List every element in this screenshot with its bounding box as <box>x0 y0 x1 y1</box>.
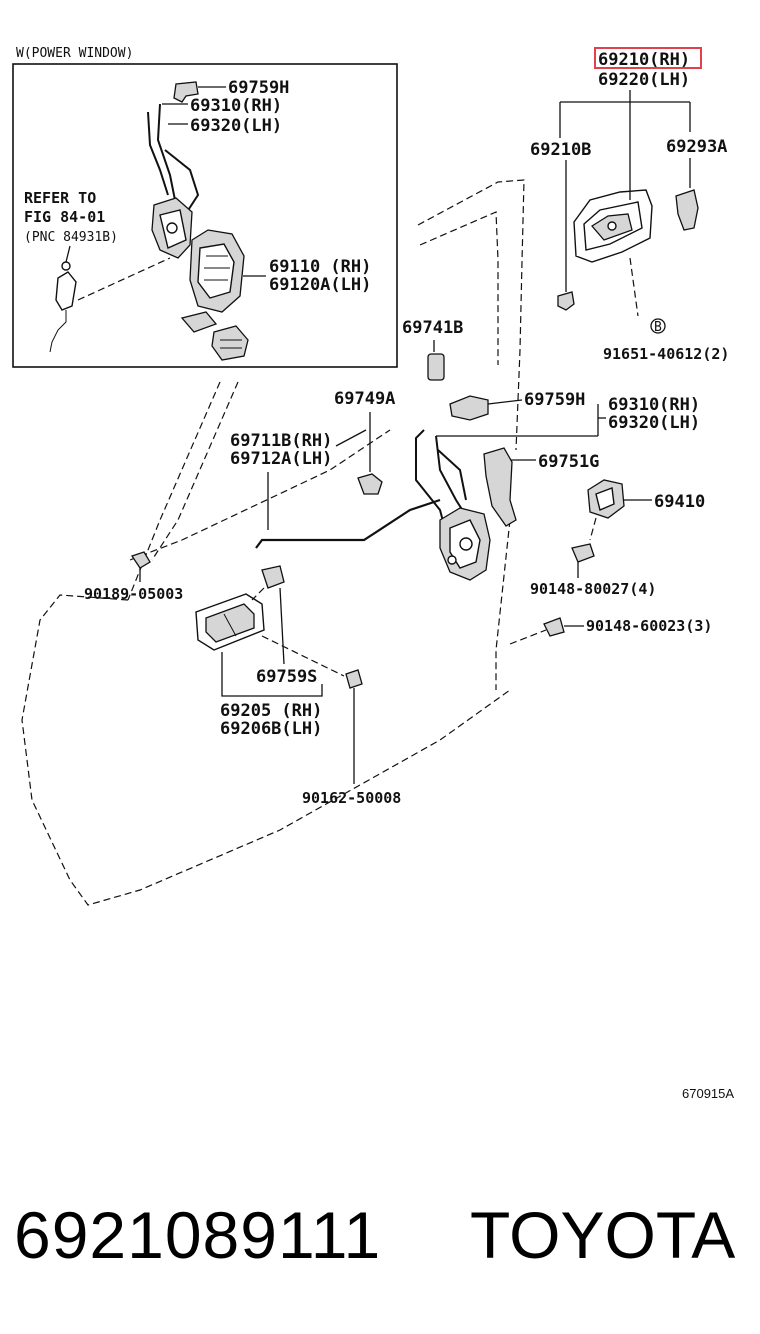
striker-69410 <box>587 479 625 519</box>
inset-connector <box>49 261 77 353</box>
label-69759s: 69759S <box>256 667 317 687</box>
label-69712a: 69712A(LH) <box>230 449 332 469</box>
label-69293a: 69293A <box>666 137 727 157</box>
inset-refer-fig: FIG 84-01 <box>24 208 105 226</box>
inset-actuator-69110 <box>180 229 249 361</box>
dash-handle-clip <box>251 587 265 601</box>
dash-handle-screw <box>261 635 345 677</box>
inset-dash-refer <box>65 245 71 263</box>
inset-clip-69759h <box>173 81 199 103</box>
label-90162-50008: 90162-50008 <box>302 789 401 807</box>
rod-69711b <box>255 498 441 549</box>
brand-name: TOYOTA <box>470 1198 736 1272</box>
clip-69749a <box>357 473 383 495</box>
screw-90148-60023 <box>543 617 565 637</box>
label-90189-05003: 90189-05003 <box>84 585 183 603</box>
label-90148-80027: 90148-80027(4) <box>530 580 656 598</box>
label-69751g: 69751G <box>538 452 599 472</box>
inset-dash-connector <box>77 257 171 301</box>
clip-69759s <box>261 565 285 589</box>
label-69759h: 69759H <box>524 390 585 410</box>
inset-refer-pnc: (PNC 84931B) <box>24 230 118 245</box>
inset-rod-69320 <box>147 111 169 196</box>
clip-69759h <box>449 395 489 421</box>
screw-69210b <box>557 291 575 311</box>
label-69206blh: 69206B(LH) <box>220 719 322 739</box>
clip-69293a <box>675 158 699 231</box>
label-69210b: 69210B <box>530 140 591 160</box>
pad-69741b <box>427 353 445 381</box>
inset-title: W(POWER WINDOW) <box>16 46 133 61</box>
label-69210rh: 69210(RH) <box>598 50 690 70</box>
door-outline <box>21 179 525 906</box>
screw-90162-50008 <box>345 669 363 689</box>
label-69749a: 69749A <box>334 389 395 409</box>
inset-rod-link <box>164 149 200 216</box>
dash-handle-to-b <box>629 257 639 317</box>
label-69320lh: 69320(LH) <box>608 413 700 433</box>
inset-refer-to: REFER TO <box>24 189 96 207</box>
inset-label-69320lh: 69320(LH) <box>190 116 282 136</box>
b-callout-letter: B <box>654 320 662 335</box>
leader-69711b-a <box>335 429 367 447</box>
label-69310rh: 69310(RH) <box>608 395 700 415</box>
dash-lock-screw <box>509 629 547 645</box>
inset-label-69120alh: 69120A(LH) <box>269 275 371 295</box>
inset-frame <box>12 63 398 368</box>
leader-69759s <box>279 587 285 665</box>
door-lock-assembly <box>439 507 491 581</box>
inset-label-69310rh: 69310(RH) <box>190 96 282 116</box>
cover-69751g <box>483 447 517 527</box>
rod-link-top <box>437 449 467 501</box>
figure-code: 670915A <box>682 1086 735 1101</box>
label-69741b: 69741B <box>402 318 463 338</box>
outside-handle-69210 <box>573 189 653 263</box>
label-69220lh: 69220(LH) <box>598 70 690 90</box>
label-69711b: 69711B(RH) <box>230 431 332 451</box>
inset-label-69110rh: 69110 (RH) <box>269 257 371 277</box>
label-90148-60023: 90148-60023(3) <box>586 617 712 635</box>
highlight-box <box>594 47 702 69</box>
label-69410: 69410 <box>654 492 705 512</box>
inside-handle-69205 <box>195 593 265 651</box>
clip-90189-05003 <box>130 551 151 569</box>
part-number: 6921089111 <box>14 1198 382 1272</box>
inset-label-69759h: 69759H <box>228 78 289 98</box>
label-69205rh: 69205 (RH) <box>220 701 322 721</box>
inset-lock-assembly <box>151 197 193 259</box>
power-window-inset: W(POWER WINDOW) 69759H 69310(RH) 69320(L… <box>12 46 398 368</box>
dash-striker-screw <box>589 517 597 541</box>
bracket-69205 <box>221 652 323 697</box>
b-callout-circle <box>650 318 666 334</box>
leader-69759h <box>487 399 523 405</box>
screw-90148-80027 <box>571 543 595 578</box>
label-91651: 91651-40612(2) <box>603 345 729 363</box>
